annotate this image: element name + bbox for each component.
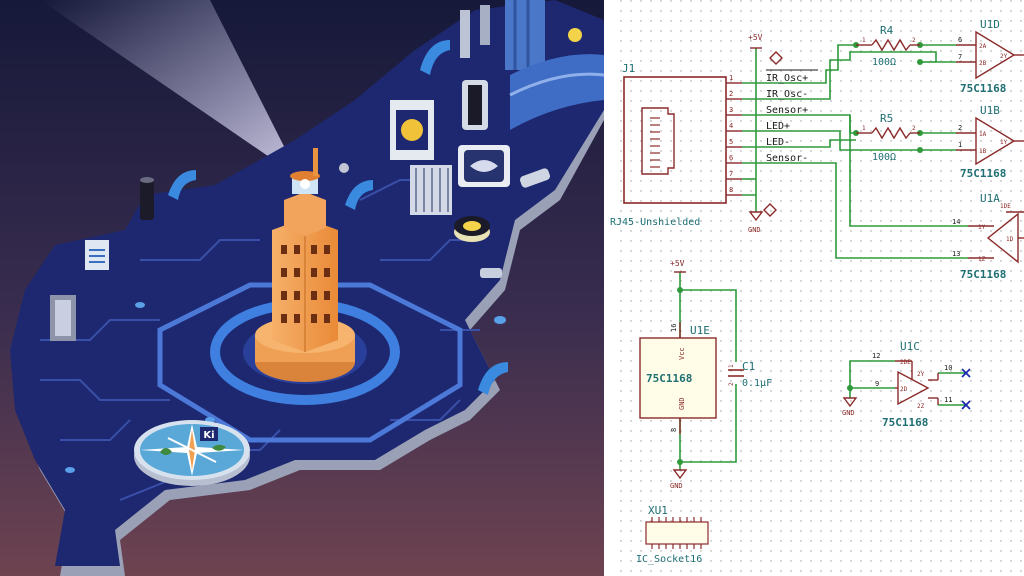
u1e-ref: U1E [690, 324, 710, 337]
r5-pin1: 1 [862, 125, 866, 132]
c1-ref: C1 [742, 360, 755, 373]
u1b-pin-1b: 1B [979, 148, 987, 155]
u1b-pin2: 2 [958, 124, 962, 132]
gnd-label-u1c: GND [842, 409, 855, 417]
u1d-value: 75C1168 [960, 82, 1006, 95]
u1a-value: 75C1168 [960, 268, 1006, 281]
r4-ref: R4 [880, 24, 894, 37]
xu1-ref: XU1 [648, 504, 668, 517]
xu1-ic-socket [645, 517, 709, 549]
u1b-ref: U1B [980, 104, 1000, 117]
xu1-value: IC_Socket16 [636, 554, 702, 565]
u1b-pin-1y: 1Y [1000, 139, 1008, 146]
power-5v-symbol [674, 47, 783, 273]
net-label-ir-osc-plus: IR_Osc+ [766, 73, 808, 84]
r4-value: 100Ω [872, 57, 896, 68]
svg-text:3: 3 [729, 106, 733, 114]
u1c-ref: U1C [900, 340, 920, 353]
svg-text:5: 5 [729, 138, 733, 146]
net-label-sensor-minus: Sensor- [766, 153, 808, 164]
c1-capacitor [728, 369, 744, 377]
u1e-power-unit [639, 322, 717, 434]
svg-text:1: 1 [729, 74, 733, 82]
u1c-pin11: 11 [944, 396, 952, 404]
j1-value: RJ45-Unshielded [610, 217, 700, 228]
r5-resistor [856, 126, 920, 140]
u1d-pin-2y: 2Y [1000, 53, 1008, 60]
c1-pin2: 2 [728, 382, 735, 386]
u1d-pin6: 6 [958, 36, 962, 44]
u1e-value: 75C1168 [646, 372, 692, 385]
u1c-pin10: 10 [944, 364, 952, 372]
power-5v-label-u1e: +5V [670, 259, 685, 268]
u1b-receiver [956, 116, 1024, 166]
r4-resistor [856, 38, 920, 52]
svg-text:8: 8 [729, 186, 733, 194]
u1c-value: 75C1168 [882, 416, 928, 429]
u1a-pin-1z: 1Z [978, 256, 986, 263]
u1c-pin9: 9 [875, 380, 879, 388]
u1c-pin-2de: 2DE [900, 359, 911, 366]
u1a-pin-1de: 1DE [1000, 203, 1011, 210]
u1d-ref: U1D [980, 18, 1000, 31]
kicad-logo: Ki [203, 430, 214, 441]
net-labels: IR_Osc+ IR_Osc- Sensor+ LED+ LED- Sensor… [766, 73, 808, 164]
net-label-led-plus: LED+ [766, 121, 790, 132]
u1c-pin-2y: 2Y [917, 371, 925, 378]
r5-ref: R5 [880, 112, 893, 125]
u1a-pin13: 13 [952, 250, 960, 258]
u1c-pin12: 12 [872, 352, 880, 360]
u1a-driver [968, 211, 1024, 264]
schematic-panel: +5V +5V GND GND GND [604, 0, 1024, 576]
u1e-pin16: 16 [670, 324, 678, 332]
svg-text:4: 4 [729, 122, 733, 130]
u1e-pin-vcc: Vcc [678, 347, 686, 360]
u1a-ref: U1A [980, 192, 1000, 205]
net-label-led-minus: LED- [766, 137, 790, 148]
svg-text:6: 6 [729, 154, 733, 162]
j1-rj45-connector [623, 76, 742, 204]
u1b-value: 75C1168 [960, 167, 1006, 180]
u1d-receiver [956, 30, 1024, 80]
u1d-pin-2a: 2A [979, 43, 987, 50]
gnd-label-u1e: GND [670, 482, 683, 490]
compass-rose-disk: Ki [134, 420, 250, 486]
u1d-pin7: 7 [958, 53, 962, 61]
net-label-sensor-plus: Sensor+ [766, 105, 808, 116]
u1b-pin1: 1 [958, 141, 962, 149]
u1a-pin14: 14 [952, 218, 960, 226]
power-5v-label: +5V [748, 33, 763, 42]
r5-value: 100Ω [872, 152, 896, 163]
u1a-pin-1d: 1D [1006, 236, 1014, 243]
j1-pin-numbers: 1 2 3 4 5 6 7 8 [729, 74, 733, 194]
electronic-components [50, 0, 605, 473]
c1-pin1: 1 [728, 364, 735, 368]
u1c-pin-2d: 2D [900, 386, 908, 393]
net-label-ir-osc-minus: IR_Osc- [766, 89, 808, 100]
c1-value: 0.1μF [742, 378, 772, 389]
r4-pin1: 1 [862, 37, 866, 44]
schematic-wires [679, 44, 968, 470]
u1e-pin8: 8 [670, 428, 678, 432]
svg-text:7: 7 [729, 170, 733, 178]
illustration-panel: Ki [0, 0, 605, 576]
u1c-driver [895, 360, 939, 406]
u1e-pin-gnd: GND [678, 397, 686, 410]
no-connect-markers [961, 368, 971, 410]
tower-windows [281, 245, 330, 323]
r5-pin2: 2 [912, 125, 916, 132]
u1a-pin-1y: 1Y [978, 224, 986, 231]
j1-ref: J1 [622, 62, 635, 75]
gnd-symbols [672, 203, 858, 480]
svg-text:2: 2 [729, 90, 733, 98]
light-beam [40, 0, 300, 178]
u1d-pin-2b: 2B [979, 60, 987, 67]
r4-pin2: 2 [912, 37, 916, 44]
gnd-label-j1: GND [748, 226, 761, 234]
u1c-pin-2z: 2Z [917, 403, 925, 410]
u1b-pin-1a: 1A [979, 131, 987, 138]
